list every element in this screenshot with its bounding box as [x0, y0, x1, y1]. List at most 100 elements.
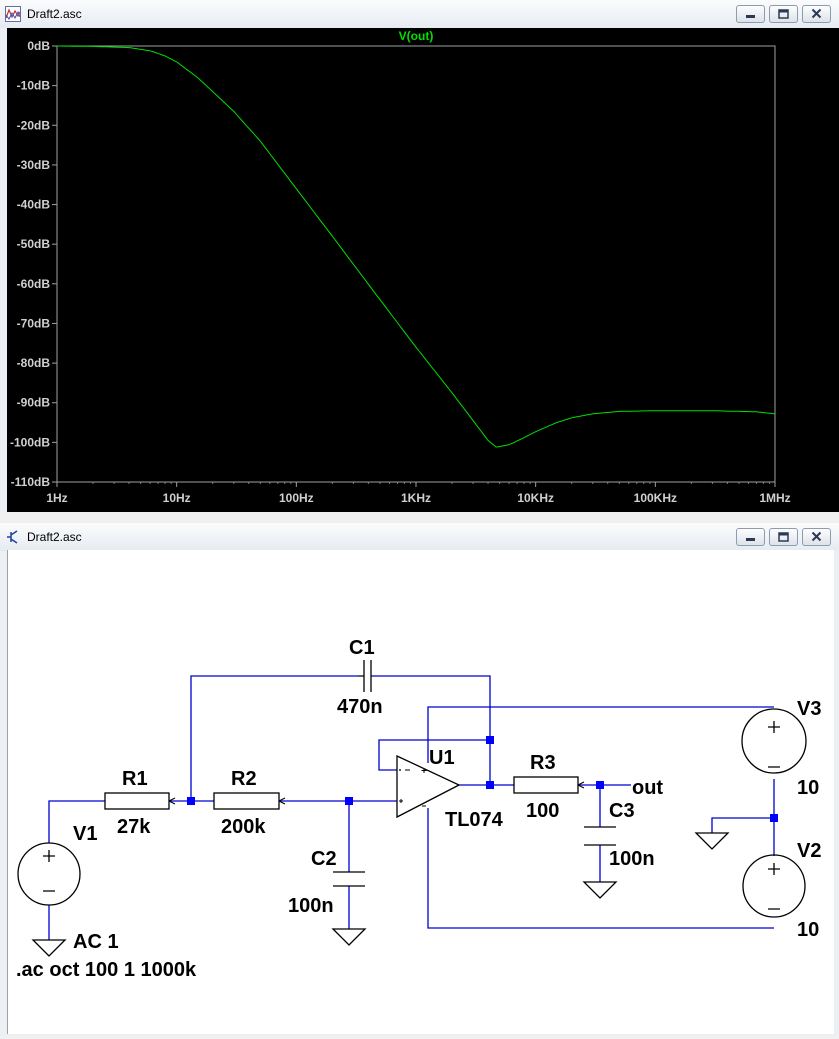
- minimize-button[interactable]: [736, 528, 765, 546]
- spice-directive[interactable]: .ac oct 100 1 1000k: [16, 959, 197, 981]
- capacitor-c1[interactable]: [358, 660, 372, 692]
- schematic-titlebar[interactable]: Draft2.asc: [0, 523, 839, 551]
- wire[interactable]: [427, 706, 774, 763]
- label-c1-value[interactable]: 470n: [337, 696, 383, 718]
- chart-title[interactable]: V(out): [399, 29, 434, 43]
- ground-symbol[interactable]: [31, 939, 67, 957]
- x-tick-label: 1Hz: [46, 491, 67, 505]
- close-icon: [811, 531, 822, 542]
- pin-arrow: [577, 781, 585, 789]
- voltage-source-v1[interactable]: [17, 842, 81, 906]
- y-tick-label: -80dB: [17, 356, 51, 370]
- y-tick-label: -70dB: [17, 316, 51, 330]
- junction-dot: [187, 797, 195, 805]
- minimize-button[interactable]: [736, 5, 765, 23]
- junction-dot: [486, 736, 494, 744]
- plot-frame: [56, 45, 776, 483]
- label-c2-value[interactable]: 100n: [288, 895, 334, 917]
- wires: [48, 675, 775, 940]
- label-v3-value[interactable]: 10: [797, 777, 819, 799]
- label-r3-value[interactable]: 100: [526, 800, 559, 822]
- y-tick-label: -90dB: [17, 396, 51, 410]
- resistor-r3[interactable]: [513, 776, 579, 794]
- minimize-icon: [746, 15, 755, 18]
- waveform-titlebar[interactable]: Draft2.asc: [0, 0, 839, 28]
- net-label-out[interactable]: out: [632, 777, 663, 799]
- minimize-icon: [746, 538, 755, 541]
- pin-arrow: [168, 797, 176, 805]
- schematic-window: Draft2.asc: [0, 523, 839, 1036]
- ground-symbol[interactable]: [331, 928, 367, 946]
- y-tick-label: -60dB: [17, 277, 51, 291]
- close-button[interactable]: [802, 5, 831, 23]
- wire[interactable]: [371, 675, 491, 785]
- maximize-button[interactable]: [769, 5, 798, 23]
- y-tick-label: -50dB: [17, 237, 51, 251]
- wire[interactable]: [48, 800, 105, 843]
- wire[interactable]: [190, 675, 358, 801]
- voltage-source-v2[interactable]: [742, 854, 806, 918]
- wire[interactable]: [711, 817, 774, 833]
- label-r3-name[interactable]: R3: [530, 752, 556, 774]
- opamp-u1[interactable]: [396, 754, 461, 819]
- waveform-window: Draft2.asc 0dB -10dB -20dB -30dB -40dB -50dB -…: [0, 0, 839, 512]
- y-tick-label: -20dB: [17, 118, 51, 132]
- x-tick-label: 1KHz: [401, 491, 431, 505]
- label-c2-name[interactable]: C2: [311, 848, 337, 870]
- label-c1-name[interactable]: C1: [349, 637, 375, 659]
- junction-dot: [770, 814, 778, 822]
- label-r2-name[interactable]: R2: [231, 768, 257, 790]
- label-v1-name[interactable]: V1: [73, 823, 97, 845]
- schematic-canvas[interactable]: C1 470n U1 TL074 R1 27k R2 200k R3 100 C…: [7, 550, 834, 1034]
- label-v2-name[interactable]: V2: [797, 840, 821, 862]
- pin-arrow: [278, 797, 286, 805]
- x-tick-label: 1MHz: [759, 491, 790, 505]
- x-tick-label: 100Hz: [279, 491, 314, 505]
- label-u1-value[interactable]: TL074: [445, 809, 504, 831]
- schematic-icon: [7, 530, 18, 544]
- label-v3-name[interactable]: V3: [797, 698, 821, 720]
- restore-icon: [778, 532, 789, 542]
- wire[interactable]: [427, 808, 774, 929]
- junction-dot: [345, 797, 353, 805]
- label-r2-value[interactable]: 200k: [221, 816, 266, 838]
- y-tick-label: -110dB: [11, 475, 51, 489]
- schematic-drawing[interactable]: C1 470n U1 TL074 R1 27k R2 200k R3 100 C…: [8, 550, 834, 1034]
- bode-chart[interactable]: 0dB -10dB -20dB -30dB -40dB -50dB -60dB -70dB -8…: [7, 28, 839, 512]
- maximize-button[interactable]: [769, 528, 798, 546]
- wire[interactable]: [378, 739, 490, 771]
- y-tick-label: -10dB: [17, 79, 51, 93]
- y-axis: 0dB -10dB -20dB -30dB -40dB -50dB -60dB -70dB -8…: [10, 39, 57, 489]
- ground-symbol[interactable]: [582, 881, 618, 899]
- label-v2-value[interactable]: 10: [797, 919, 819, 941]
- ground-symbol[interactable]: [694, 832, 730, 850]
- junction-dot: [486, 781, 494, 789]
- y-tick-label: -100dB: [10, 435, 50, 449]
- x-tick-label: 10Hz: [163, 491, 191, 505]
- label-v1-value[interactable]: AC 1: [73, 931, 119, 953]
- capacitor-c3[interactable]: [584, 826, 616, 846]
- waveform-icon: [5, 6, 21, 22]
- label-u1-name[interactable]: U1: [429, 747, 455, 769]
- close-button[interactable]: [802, 528, 831, 546]
- voltage-source-v3[interactable]: [741, 708, 807, 774]
- label-r1-name[interactable]: R1: [122, 768, 148, 790]
- waveform-plot-pane[interactable]: 0dB -10dB -20dB -30dB -40dB -50dB -60dB -70dB -8…: [7, 28, 839, 512]
- capacitor-c2[interactable]: [333, 871, 365, 887]
- restore-icon: [778, 9, 789, 19]
- label-c3-name[interactable]: C3: [609, 800, 635, 822]
- y-tick-label: -40dB: [17, 198, 51, 212]
- y-tick-label: 0dB: [27, 39, 50, 53]
- waveform-window-title: Draft2.asc: [27, 7, 82, 21]
- junction-dot: [596, 781, 604, 789]
- resistor-r1[interactable]: [104, 792, 170, 810]
- x-tick-label: 10KHz: [517, 491, 554, 505]
- label-r1-value[interactable]: 27k: [117, 816, 151, 838]
- label-c3-value[interactable]: 100n: [609, 848, 655, 870]
- resistor-r2[interactable]: [213, 792, 280, 810]
- schematic-window-title: Draft2.asc: [27, 530, 82, 544]
- junctions: [187, 736, 778, 822]
- series-line-v-out[interactable]: [57, 45, 776, 448]
- y-tick-label: -30dB: [17, 158, 51, 172]
